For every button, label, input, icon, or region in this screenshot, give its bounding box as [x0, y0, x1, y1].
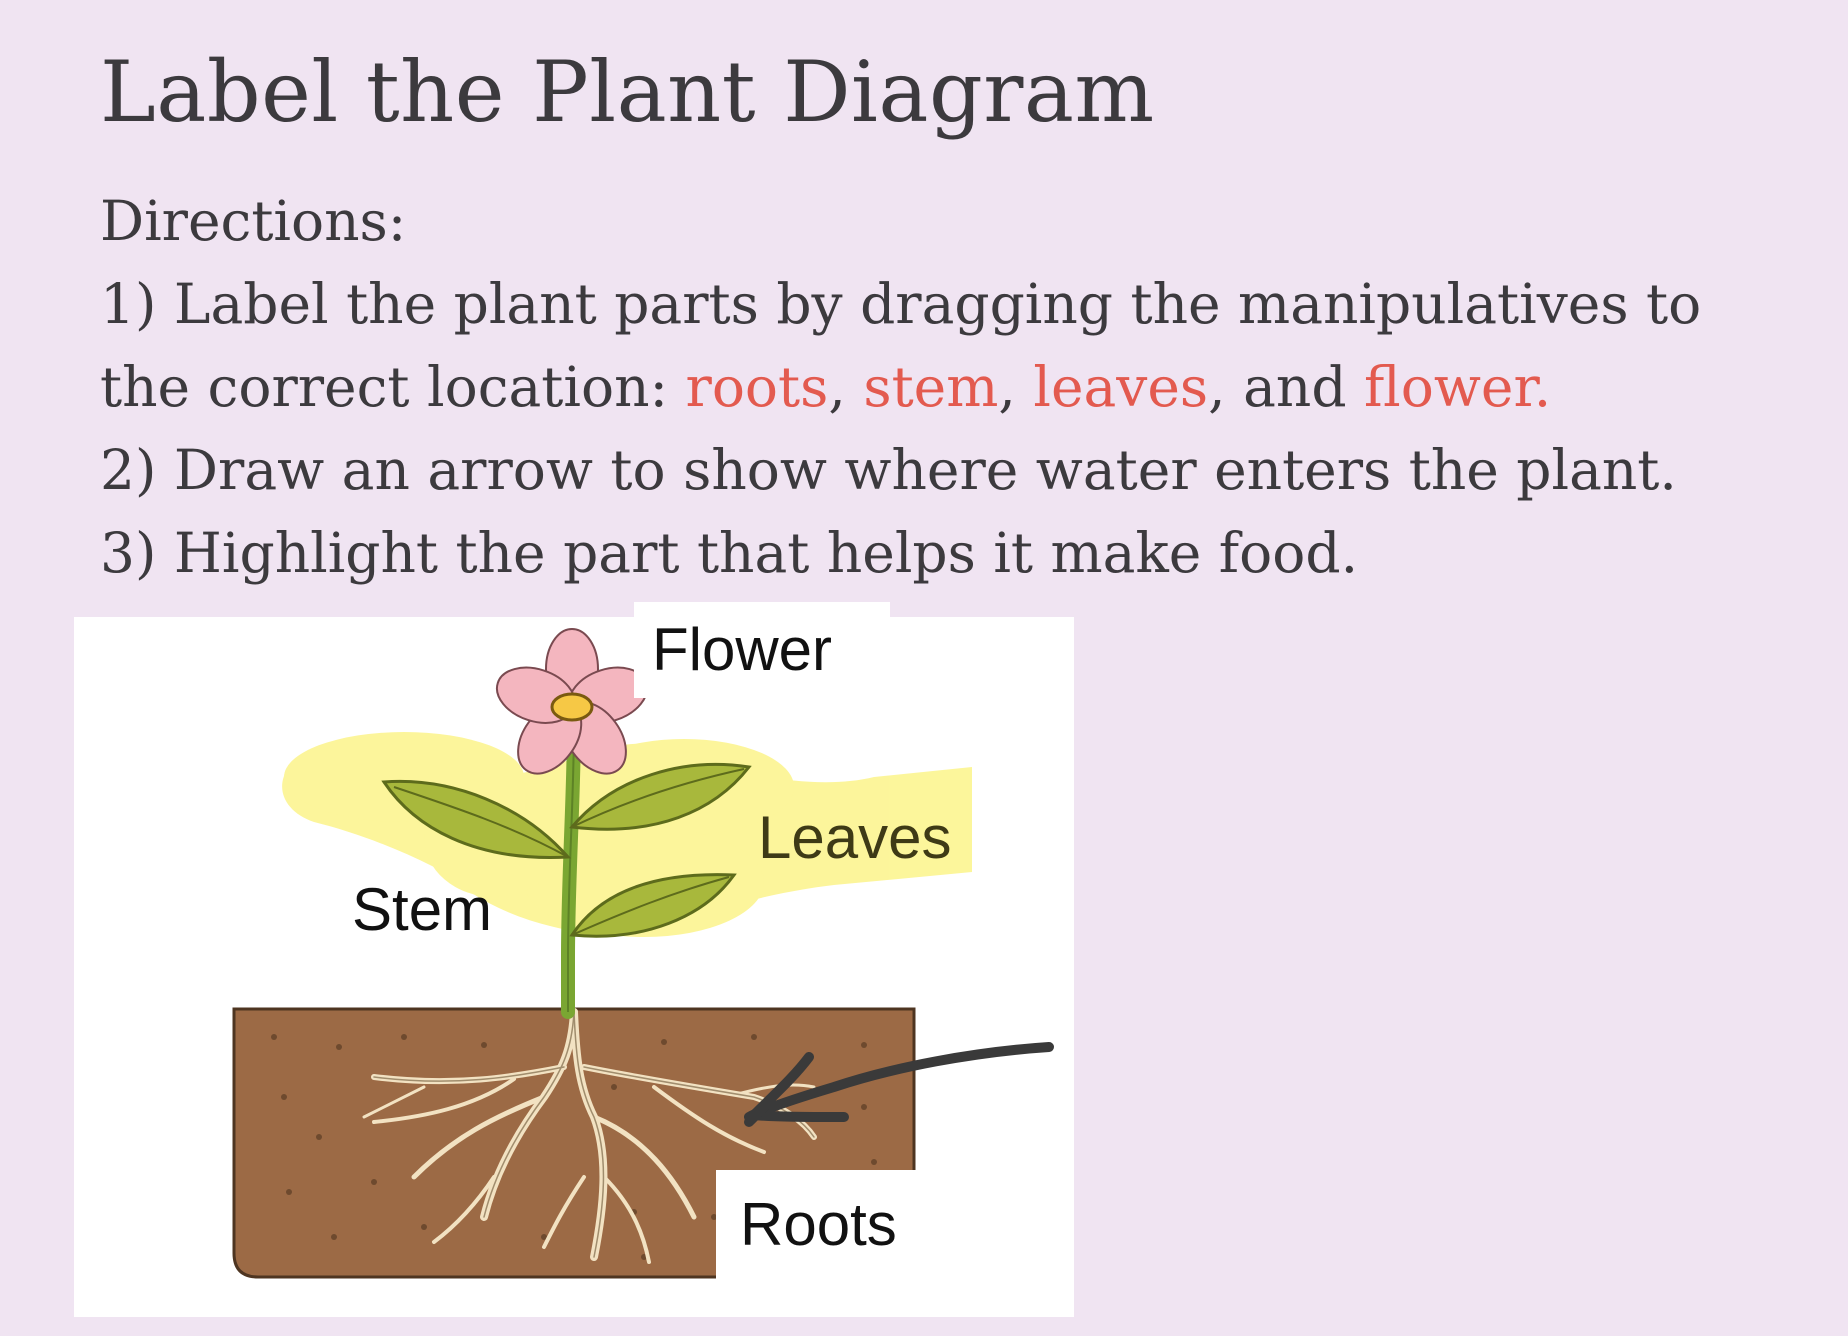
plant-diagram — [232, 628, 1054, 1279]
leaves — [381, 763, 752, 938]
plant-diagram-card — [74, 617, 1074, 1317]
label-stem[interactable]: Stem — [352, 876, 493, 943]
separator: , — [828, 355, 864, 419]
separator: , — [998, 355, 1034, 419]
step-1-line-2: the correct location: roots, stem, leave… — [100, 346, 1800, 429]
directions-heading: Directions: — [100, 189, 407, 253]
keyword-stem: stem — [863, 355, 999, 419]
keyword-leaves: leaves — [1033, 355, 1209, 419]
step-2: 2) Draw an arrow to show where water ent… — [100, 438, 1677, 502]
label-flower[interactable]: Flower — [634, 602, 890, 698]
leaf-right-top — [569, 763, 752, 831]
keyword-roots: roots — [685, 355, 829, 419]
step-1-prefix: the correct location: — [100, 355, 686, 419]
leaf-left — [381, 779, 572, 859]
separator-and: , and — [1208, 355, 1365, 419]
period: . — [1533, 355, 1552, 419]
label-roots[interactable]: Roots — [716, 1170, 916, 1280]
step-1-line-1: 1) Label the plant parts by dragging the… — [100, 272, 1702, 336]
step-3: 3) Highlight the part that helps it make… — [100, 521, 1359, 585]
directions: Directions: 1) Label the plant parts by … — [100, 180, 1800, 595]
label-leaves[interactable]: Leaves — [758, 804, 952, 871]
page-title: Label the Plant Diagram — [100, 43, 1155, 141]
keyword-flower: flower — [1364, 355, 1534, 419]
soil-specks — [271, 1034, 877, 1260]
flower — [495, 628, 649, 775]
water-arrow-icon — [744, 1042, 1054, 1127]
leaf-right-bottom — [569, 873, 737, 938]
